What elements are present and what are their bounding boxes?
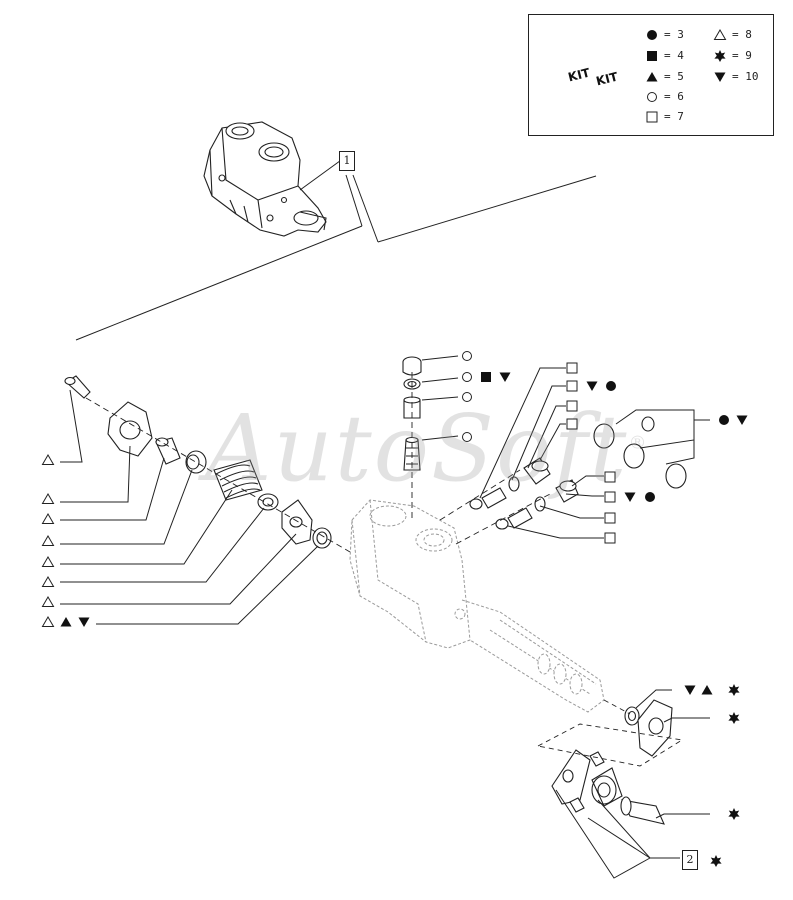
left-axis-dashed	[85, 397, 351, 553]
valve-body-overview-drawing	[203, 121, 327, 237]
callout-open-triangle	[42, 493, 54, 504]
callout-filled-triangle-down	[624, 492, 636, 502]
callout-open-square	[604, 512, 616, 524]
callout-filled-triangle-down	[78, 617, 90, 627]
legend-text-filled-triangle: = 5	[664, 70, 684, 83]
callout-open-circle	[462, 351, 472, 361]
left-leader-lines	[60, 389, 319, 625]
main-valve-body-ghost	[349, 499, 605, 713]
legend-text-filled-circle: = 3	[664, 28, 684, 41]
bottom-right-leader-lines	[555, 689, 710, 879]
callout-open-circle	[462, 392, 472, 402]
callout-open-square	[566, 418, 578, 430]
left-parts-drawings	[64, 375, 332, 549]
callout-filled-circle	[719, 415, 729, 425]
right-axis-dashed	[439, 469, 551, 545]
callout-open-triangle	[42, 556, 54, 567]
callout-filled-triangle-down	[736, 415, 748, 425]
callout-filled-circle	[606, 381, 616, 391]
legend-text-open-circle: = 6	[664, 90, 684, 103]
right-leader-lines	[479, 367, 710, 539]
callout-open-square	[604, 471, 616, 483]
callout-filled-triangle	[60, 617, 72, 627]
callout-open-triangle	[42, 616, 54, 627]
callout-open-square	[566, 380, 578, 392]
callout-open-square	[566, 362, 578, 374]
callout-open-square	[604, 491, 616, 503]
callout-open-triangle	[42, 454, 54, 465]
legend-text-open-triangle: = 8	[732, 28, 752, 41]
callout-filled-square	[481, 372, 491, 382]
right-parts-drawings	[469, 416, 687, 530]
ref-1-leader-lines	[75, 157, 597, 341]
callout-filled-triangle-down	[684, 685, 696, 695]
callout-star	[728, 712, 740, 724]
legend-text-filled-triangle-down: = 10	[732, 70, 759, 83]
callout-filled-triangle-down	[499, 372, 511, 382]
callout-filled-triangle	[701, 685, 713, 695]
center-leader-lines	[421, 355, 459, 441]
callout-open-triangle	[42, 596, 54, 607]
center-parts-drawings	[402, 356, 422, 471]
callout-star	[710, 855, 722, 867]
callout-open-square	[566, 400, 578, 412]
ref-number-1-box: 1	[339, 151, 355, 171]
callout-open-triangle	[42, 535, 54, 546]
callout-star	[728, 808, 740, 820]
legend-text-star: = 9	[732, 49, 752, 62]
legend-text-filled-square: = 4	[664, 49, 684, 62]
callout-open-circle	[462, 432, 472, 442]
callout-filled-circle	[645, 492, 655, 502]
bottom-right-dashed-outline	[537, 699, 684, 767]
callout-open-triangle	[42, 513, 54, 524]
callout-open-triangle	[42, 576, 54, 587]
legend-text-open-square: = 7	[664, 110, 684, 123]
callout-open-square	[604, 532, 616, 544]
callout-filled-triangle-down	[586, 381, 598, 391]
ref-number-2-box: 2	[682, 850, 698, 870]
callout-open-circle	[462, 372, 472, 382]
bottom-right-parts-drawings	[551, 699, 673, 825]
callout-star	[728, 684, 740, 696]
